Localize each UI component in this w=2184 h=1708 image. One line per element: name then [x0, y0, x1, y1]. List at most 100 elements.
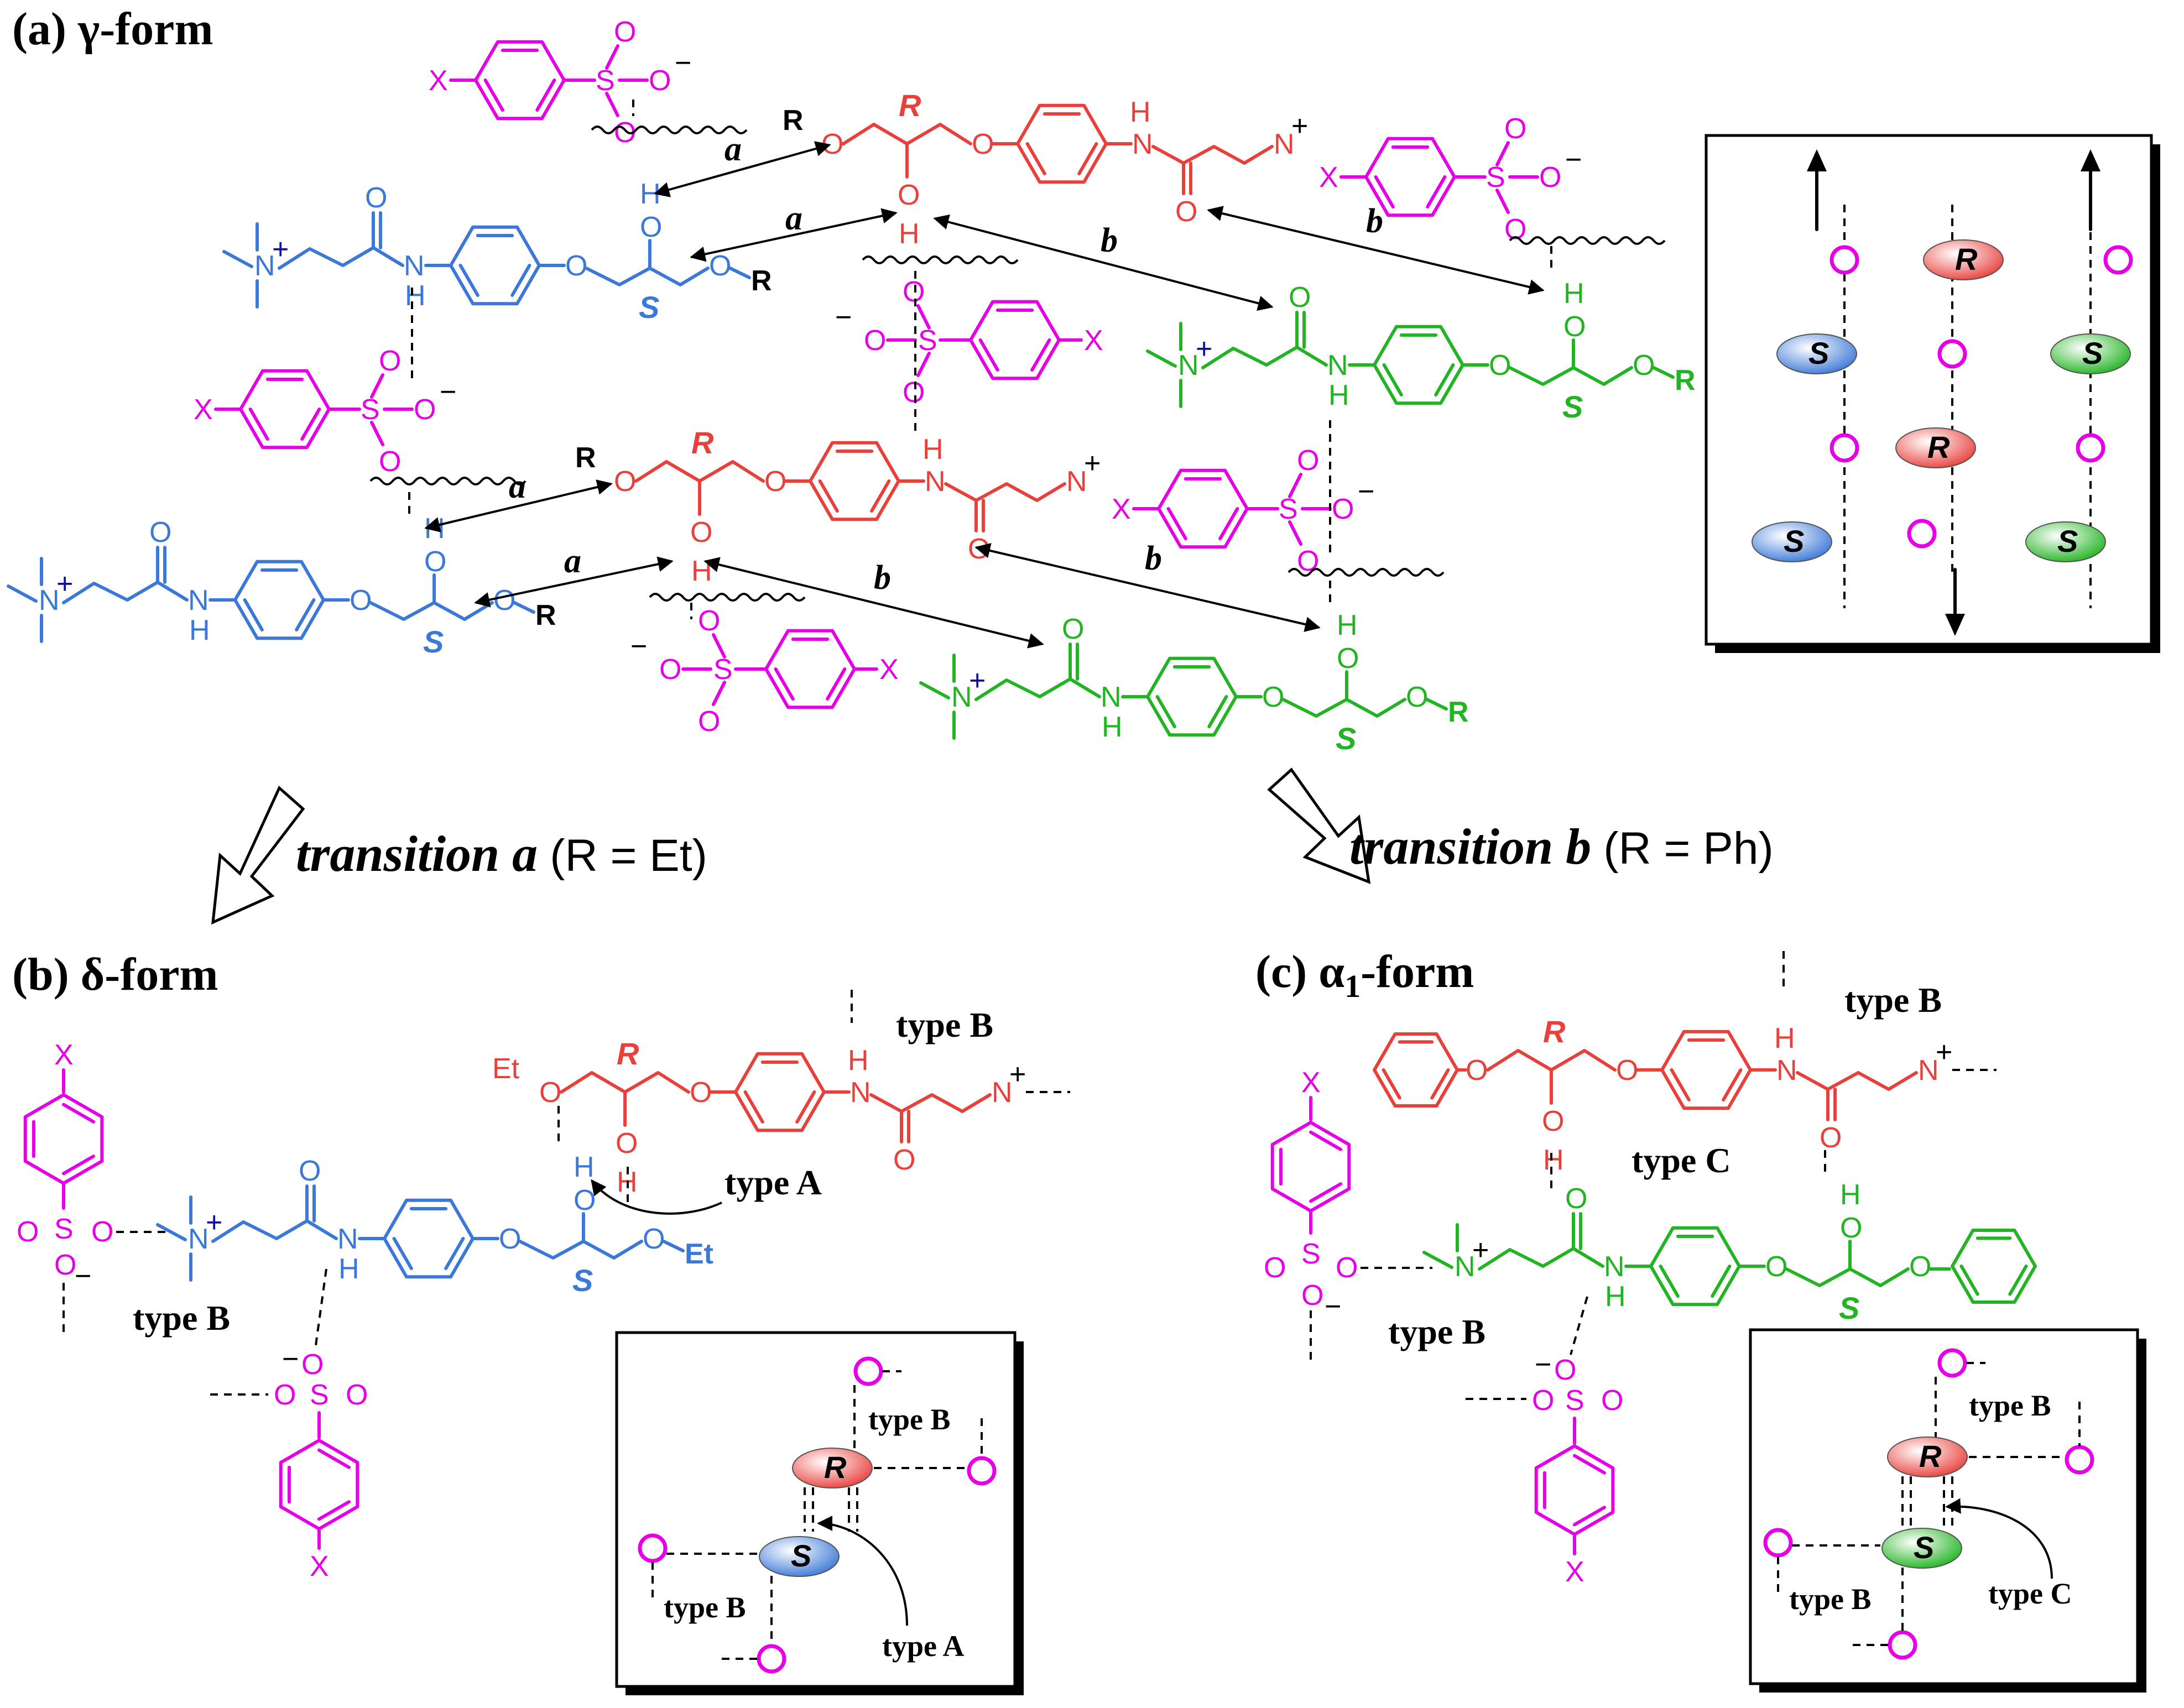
bond	[974, 677, 1072, 701]
ring-double-bond	[62, 1155, 96, 1176]
atom-h: H	[574, 1151, 595, 1183]
arrow-head	[2081, 149, 2100, 171]
atom-h: H	[1328, 379, 1349, 411]
atom-o: O	[903, 377, 925, 409]
atom-o: O	[659, 654, 681, 686]
wavy-bond-0	[591, 126, 748, 134]
ring-double-bond	[1025, 142, 1046, 176]
atom-n: N	[1066, 466, 1087, 498]
ring-double-bond	[2008, 1265, 2028, 1296]
ring-double-bond	[317, 1500, 351, 1521]
ring-double-bond	[870, 479, 891, 513]
type-a-label: type A	[724, 1163, 822, 1202]
ring-outline	[1016, 103, 1108, 184]
ring-double-bond	[392, 1237, 413, 1271]
ring-outline	[239, 369, 331, 450]
ring-double-bond	[1218, 507, 1239, 541]
blob-s-blue: S	[1776, 333, 1857, 374]
hbond-label-b: b	[1101, 222, 1118, 259]
hbond-label-a: a	[509, 468, 526, 505]
atom-h: H	[1605, 1281, 1626, 1313]
type-c-label: type C	[1988, 1577, 2072, 1610]
bond	[1508, 366, 1633, 386]
ring-outline	[1373, 325, 1464, 405]
charge-minus: −	[630, 630, 647, 662]
atom-n: N	[1101, 681, 1122, 713]
bond	[1478, 1247, 1575, 1271]
atom-s: S	[361, 394, 380, 426]
bond	[1146, 349, 1177, 368]
atom-s: S	[596, 65, 615, 97]
atom-o: O	[346, 1379, 368, 1411]
atom-h: H	[922, 433, 944, 466]
charge-plus: +	[1291, 110, 1308, 142]
bond	[605, 92, 619, 117]
ring-double-bond	[1030, 338, 1051, 372]
atom-o: O	[614, 466, 636, 498]
atom-s: S	[1565, 1385, 1584, 1417]
ring-outline	[1270, 1121, 1351, 1213]
ring-double-bond	[1309, 1182, 1343, 1203]
counterion-circle	[1829, 245, 1859, 275]
charge-plus: +	[56, 568, 73, 600]
atom-o: O	[643, 1223, 665, 1255]
atom-n: N	[1274, 128, 1295, 160]
ring-double-bond	[1374, 175, 1395, 209]
counterion-ring	[23, 1093, 104, 1185]
atom-o: O	[698, 706, 720, 738]
bond	[662, 1240, 685, 1252]
atom-o: O	[1264, 1252, 1286, 1284]
counterion-ring	[764, 629, 856, 709]
blob-r: R	[1887, 1437, 1968, 1477]
charge-minus: −	[1535, 1349, 1551, 1381]
atom-x: X	[1084, 325, 1103, 357]
chirality-label: S	[1839, 1291, 1859, 1325]
atom-x: X	[310, 1550, 329, 1582]
atom-n: N	[850, 1077, 871, 1109]
atom-o: O	[1289, 281, 1311, 314]
atom-n: N	[951, 681, 972, 713]
atom-o: O	[1532, 1385, 1554, 1417]
substituent-r: R	[575, 442, 596, 474]
chirality-label: R	[899, 88, 921, 123]
type-b-label: type B	[1844, 980, 1942, 1020]
atom-o: O	[1337, 643, 1359, 675]
counterion-circle	[967, 1456, 997, 1486]
bond	[1288, 520, 1302, 546]
bond	[7, 584, 38, 603]
atom-o: O	[1554, 1354, 1576, 1386]
aryl-ring	[734, 1052, 826, 1132]
bond	[560, 1071, 690, 1094]
atom-o: O	[274, 1379, 296, 1411]
blob-shape	[2050, 333, 2131, 374]
ring-double-bond	[1382, 363, 1403, 397]
blob-shape	[1895, 427, 1976, 468]
chirality-label: S	[1336, 721, 1356, 756]
ring-double-bond	[978, 338, 999, 372]
type-b-label: type B	[664, 1591, 746, 1624]
ring-outline	[474, 40, 566, 121]
bond	[1281, 698, 1406, 718]
aryl-ring	[809, 441, 900, 521]
atom-o: O	[898, 179, 920, 211]
ring-outline	[764, 629, 856, 709]
bond	[372, 246, 404, 267]
atom-o: O	[1565, 1183, 1587, 1215]
charge-minus: −	[1325, 1291, 1341, 1323]
type-a-label: type A	[882, 1629, 965, 1663]
blob-shape	[759, 1536, 840, 1577]
arrow-head	[1945, 614, 1965, 636]
atom-o: O	[1406, 681, 1428, 713]
ring-double-bond	[248, 408, 269, 441]
atom-n: N	[992, 1077, 1013, 1109]
counterion-circle	[1888, 1630, 1917, 1660]
atom-o: O	[91, 1216, 113, 1248]
hbond-label-b: b	[1366, 202, 1383, 240]
